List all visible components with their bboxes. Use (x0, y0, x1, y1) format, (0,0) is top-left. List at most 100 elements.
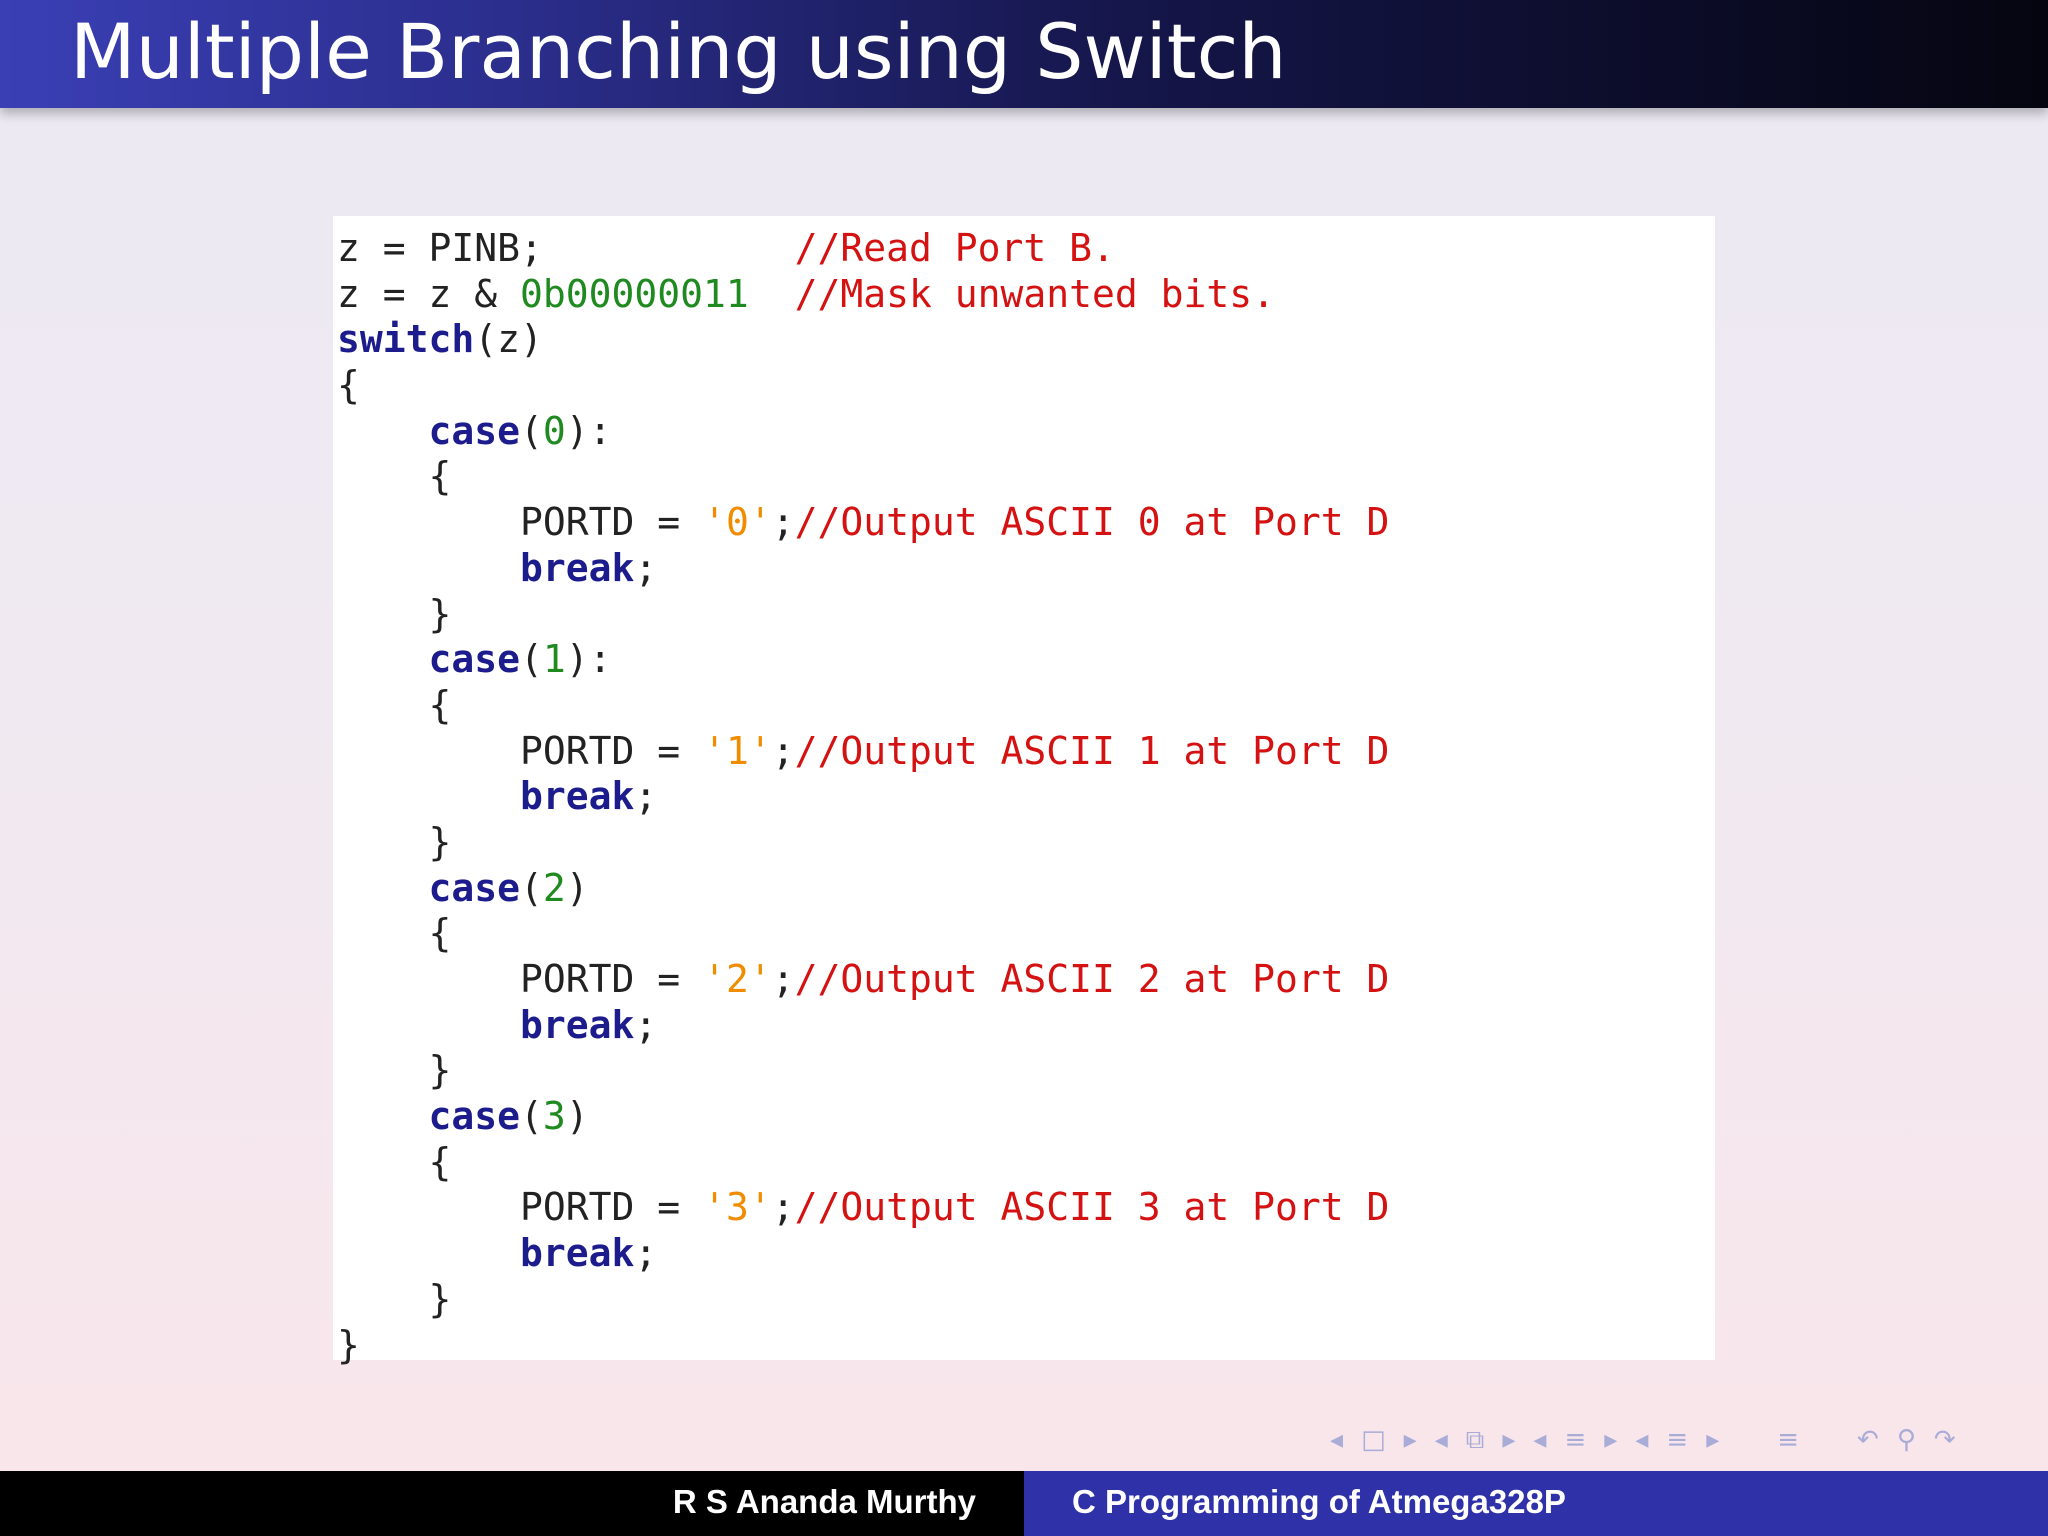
code-text: ; (771, 500, 795, 545)
code-panel: z = PINB; //Read Port B.z = z & 0b000000… (333, 216, 1715, 1367)
code-brace: } (428, 819, 452, 864)
nav-next-slide-icon[interactable]: ▸ (1502, 1425, 1516, 1455)
case-1-break: break; (337, 774, 1389, 820)
code-text: ; (771, 728, 795, 773)
code-keyword: case (428, 637, 521, 682)
code-line-2: z = z & 0b00000011 //Mask unwanted bits. (337, 272, 1389, 318)
code-text: ; (634, 1002, 658, 1047)
code-text: z = z & (337, 271, 521, 316)
case-0-stmt: PORTD = '0';//Output ASCII 0 at Port D (337, 500, 1389, 546)
code-number: 0b00000011 (520, 271, 749, 316)
case-2-stmt: PORTD = '2';//Output ASCII 2 at Port D (337, 957, 1389, 1003)
nav-outline-icon[interactable]: ≡ (1777, 1425, 1800, 1455)
code-comment: //Output ASCII 0 at Port D (794, 500, 1390, 545)
code-keyword: case (428, 1094, 521, 1139)
code-space (543, 226, 795, 270)
code-line-1: z = PINB; //Read Port B. (337, 226, 1389, 272)
code-brace: } (337, 1322, 360, 1367)
slide-title: Multiple Branching using Switch (70, 7, 1287, 96)
code-paren: ): (565, 637, 612, 682)
case-3-break: break; (337, 1231, 1389, 1277)
code-text: ; (771, 957, 795, 1001)
code-brace: } (428, 1276, 452, 1321)
title-bar: Multiple Branching using Switch (0, 0, 2048, 108)
code-number: 3 (542, 1094, 566, 1139)
code-string: '2' (703, 957, 772, 1001)
nav-prev-subsection-icon[interactable]: ◂ (1635, 1425, 1649, 1455)
code-brace: { (428, 454, 452, 499)
code-brace: } (428, 591, 452, 636)
code-number: 0 (542, 408, 566, 453)
code-keyword: switch (337, 317, 475, 362)
nav-next-frame-icon[interactable]: ▸ (1403, 1425, 1417, 1455)
code-keyword: break (520, 774, 635, 819)
nav-slide-icon[interactable]: ⧉ (1465, 1424, 1485, 1455)
code-comment: //Output ASCII 2 at Port D (794, 957, 1390, 1001)
case-2-break: break; (337, 1003, 1389, 1049)
case-3-label: case(3) (337, 1094, 1389, 1140)
code-paren: ( (520, 865, 543, 910)
case-1-stmt: PORTD = '1';//Output ASCII 1 at Port D (337, 729, 1389, 775)
nav-next-section-icon[interactable]: ▸ (1604, 1425, 1618, 1455)
code-brace: { (428, 1139, 452, 1184)
code-last-line: } (337, 1323, 1389, 1369)
footer-course: C Programming of Atmega328P (1072, 1483, 1566, 1520)
code-brace: } (428, 1048, 452, 1093)
case-2-open: { (337, 911, 1389, 957)
code-keyword: case (428, 408, 521, 453)
code-listing: z = PINB; //Read Port B.z = z & 0b000000… (337, 226, 1389, 1368)
nav-subsection-icon[interactable]: ≡ (1666, 1425, 1689, 1455)
code-paren: ( (520, 1094, 543, 1139)
code-text: z = PINB; (337, 226, 543, 270)
code-keyword: break (520, 1231, 635, 1276)
code-text: ; (634, 774, 658, 819)
code-string: '3' (703, 1185, 772, 1230)
nav-prev-frame-icon[interactable]: ◂ (1330, 1425, 1344, 1455)
code-brace: { (337, 363, 360, 408)
code-text: PORTD = (520, 1185, 704, 1230)
nav-next-subsection-icon[interactable]: ▸ (1706, 1425, 1720, 1455)
case-0-open: { (337, 454, 1389, 500)
case-2-label: case(2) (337, 866, 1389, 912)
case-1-close: } (337, 820, 1389, 866)
nav-redo-icon[interactable]: ↷ (1933, 1425, 1956, 1455)
code-line-3: switch(z) (337, 317, 1389, 363)
case-3-stmt: PORTD = '3';//Output ASCII 3 at Port D (337, 1185, 1389, 1231)
code-paren: ): (565, 408, 612, 453)
code-text: PORTD = (520, 728, 704, 773)
nav-undo-icon[interactable]: ↶ (1857, 1425, 1879, 1455)
code-text: ; (634, 545, 658, 590)
nav-prev-section-icon[interactable]: ◂ (1533, 1425, 1547, 1455)
footer-course-area: C Programming of Atmega328P (1024, 1471, 2048, 1536)
code-brace: { (428, 911, 452, 956)
code-text: ; (634, 1231, 658, 1276)
code-string: '0' (703, 500, 772, 545)
case-1-label: case(1): (337, 637, 1389, 683)
nav-search-icon[interactable]: ⚲ (1896, 1425, 1916, 1455)
code-text: PORTD = (520, 957, 704, 1001)
code-comment: //Mask unwanted bits. (794, 271, 1276, 316)
case-3-open: { (337, 1140, 1389, 1186)
nav-section-icon[interactable]: ≡ (1564, 1425, 1587, 1455)
code-comment: //Read Port B. (794, 226, 1115, 270)
case-0-break: break; (337, 546, 1389, 592)
code-paren: ) (565, 1094, 589, 1139)
case-3-close: } (337, 1277, 1389, 1323)
footer-author: R S Ananda Murthy (672, 1483, 976, 1520)
code-number: 1 (542, 637, 566, 682)
code-text: (z) (474, 317, 543, 362)
code-paren: ( (520, 408, 543, 453)
code-string: '1' (703, 728, 772, 773)
code-comment: //Output ASCII 3 at Port D (794, 1185, 1390, 1230)
case-1-open: { (337, 683, 1389, 729)
code-number: 2 (542, 865, 566, 910)
nav-frame-icon[interactable]: □ (1361, 1425, 1386, 1455)
nav-prev-slide-icon[interactable]: ◂ (1434, 1425, 1448, 1455)
code-text: PORTD = (520, 500, 704, 545)
code-paren: ) (565, 865, 589, 910)
code-paren: ( (520, 637, 543, 682)
code-brace: { (428, 682, 452, 727)
case-0-close: } (337, 592, 1389, 638)
code-comment: //Output ASCII 1 at Port D (794, 728, 1390, 773)
code-line-4: { (337, 363, 1389, 409)
